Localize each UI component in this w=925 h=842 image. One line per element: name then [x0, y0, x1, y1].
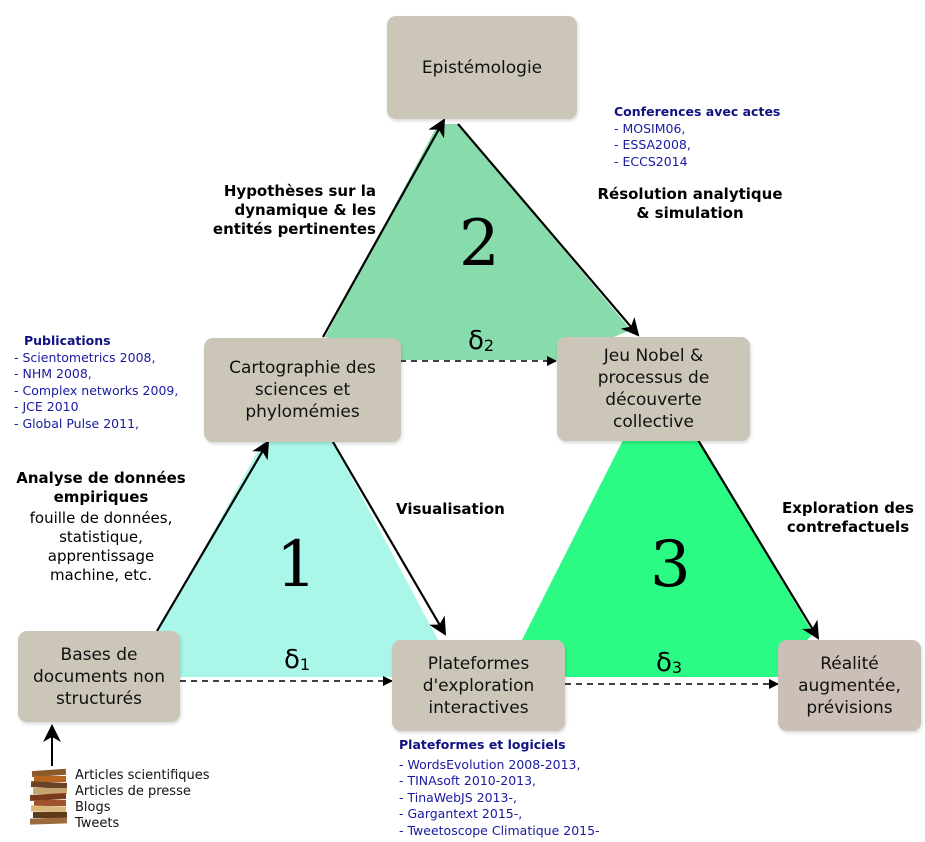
edge-label-analyse-detail: fouille de données, statistique, apprent…	[29, 509, 173, 584]
box-bases-label: Bases de documents non structurés	[33, 644, 165, 709]
list-item: - ESSA2008,	[614, 137, 691, 152]
edge-label-hypotheses: Hypothèses sur la dynamique & les entité…	[212, 182, 376, 238]
edge-label-visualisation: Visualisation	[396, 500, 505, 518]
delta-3-index: 3	[671, 658, 683, 677]
list-item: - Tweetoscope Climatique 2015-	[399, 822, 600, 838]
book-stack-icon	[29, 768, 68, 825]
list-plateformes-logiciels: Plateformes et logiciels - WordsEvolutio…	[399, 737, 600, 839]
delta-1-index: 1	[299, 655, 311, 674]
delta-1-label: δ1	[284, 645, 310, 675]
sources-list: Articles scientifiques Articles de press…	[75, 768, 210, 832]
list-item: - ECCS2014	[614, 153, 688, 169]
list-item: - MOSIM06,	[614, 120, 686, 136]
triangle-number-3: 3	[650, 528, 691, 602]
list-item: - WordsEvolution 2008-2013,	[399, 756, 581, 772]
list-item: - NHM 2008,	[14, 366, 92, 381]
delta-3-label: δ3	[656, 648, 682, 678]
list-item: - Complex networks 2009,	[14, 382, 179, 398]
delta-2-label: δ2	[468, 326, 494, 356]
edge-label-resolution: Résolution analytique & simulation	[597, 185, 783, 222]
delta-1-symbol: δ	[284, 645, 300, 675]
list-conferences-title: Conferences avec actes	[614, 104, 781, 119]
box-realite-label: Réalité augmentée, prévisions	[798, 653, 901, 718]
box-jeu-nobel: Jeu Nobel & processus de découverte coll…	[557, 337, 750, 441]
delta-2-index: 2	[483, 336, 495, 355]
source-item: Articles scientifiques	[75, 768, 210, 783]
edge-label-analyse-title: Analyse de données empiriques	[16, 469, 186, 506]
triangle-number-1: 1	[276, 528, 317, 602]
list-publications: Publications - Scientometrics 2008, - NH…	[14, 333, 178, 432]
box-bases: Bases de documents non structurés	[18, 631, 180, 722]
list-item: - Scientometrics 2008,	[14, 349, 156, 365]
list-plateformes-title: Plateformes et logiciels	[399, 737, 566, 752]
edge-hypotheses-arrow	[322, 118, 445, 338]
box-cartographie-label: Cartographie des sciences et phylomémies	[229, 358, 376, 422]
list-publications-title: Publications	[24, 333, 111, 348]
edge-resolution-arrow	[457, 123, 640, 337]
box-cartographie: Cartographie des sciences et phylomémies	[204, 338, 401, 442]
box-plateformes: Plateformes d'exploration interactives	[392, 640, 565, 731]
edge-exploration-arrow	[697, 439, 820, 640]
box-epistemologie: Epistémologie	[387, 16, 577, 119]
triangle-2-fill	[325, 124, 631, 360]
box-plateformes-label: Plateformes d'exploration interactives	[422, 653, 535, 718]
triangle-number-2: 2	[459, 207, 500, 281]
triangle-3-fill	[522, 440, 813, 677]
triangle-1-fill	[157, 442, 438, 677]
list-conferences: Conferences avec actes - MOSIM06, - ESSA…	[614, 104, 780, 170]
source-item: Tweets	[75, 816, 120, 831]
list-item: - Gargantext 2015-,	[399, 806, 523, 821]
edge-visualisation-arrow	[332, 441, 447, 636]
box-epistemologie-label: Epistémologie	[421, 57, 543, 78]
list-item: - TINAsoft 2010-2013,	[399, 773, 537, 788]
edge-analyse-arrow	[156, 440, 270, 632]
box-jeu-nobel-label: Jeu Nobel & processus de découverte coll…	[597, 346, 710, 432]
box-realite: Réalité augmentée, prévisions	[778, 640, 921, 731]
delta-3-symbol: δ	[656, 648, 672, 678]
list-item: - JCE 2010	[14, 399, 79, 414]
source-item: Articles de presse	[75, 784, 191, 799]
delta-2-symbol: δ	[468, 326, 484, 356]
edge-label-exploration: Exploration des contrefactuels	[782, 499, 914, 536]
source-item: Blogs	[75, 800, 111, 815]
list-item: - TinaWebJS 2013-,	[399, 789, 517, 805]
list-item: - Global Pulse 2011,	[14, 415, 140, 431]
